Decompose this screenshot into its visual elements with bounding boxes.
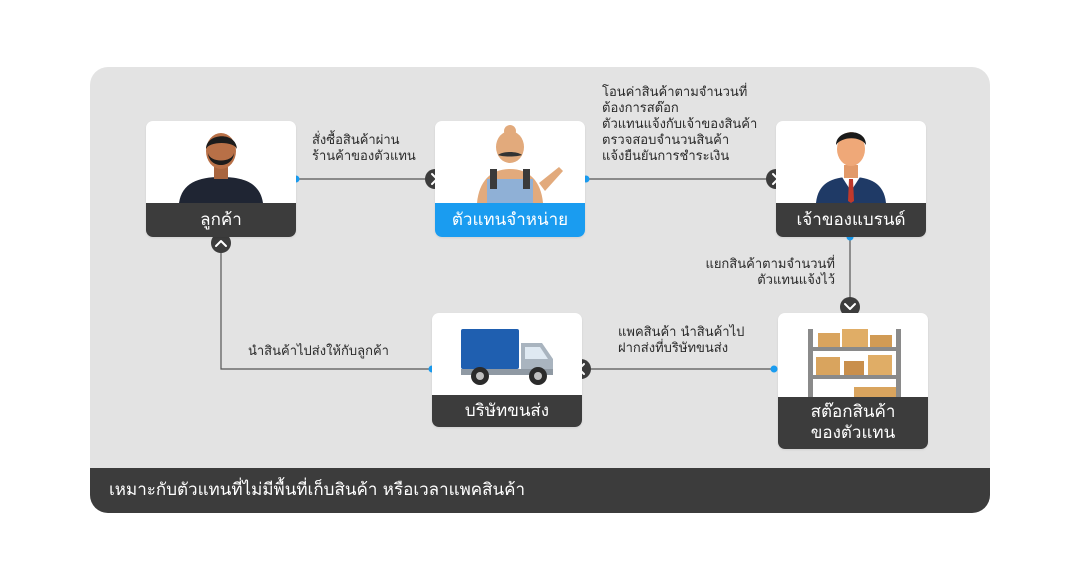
edge-dealer-to-brand-text: โอนค่าสินค้าตามจำนวนที่ ต้องการสต๊อก ตัว…	[602, 85, 757, 165]
dealer-person-icon	[477, 125, 563, 203]
node-shipping-company-label: บริษัทขนส่ง	[432, 395, 582, 427]
arrow-down-icon	[840, 297, 860, 317]
node-shipping-company: บริษัทขนส่ง	[432, 313, 582, 427]
node-dealer-stock-label-line1: สต๊อกสินค้า	[810, 402, 896, 422]
arrow-up-icon	[211, 233, 231, 253]
edge-text-line: ร้านค้าของตัวแทน	[312, 149, 416, 164]
warehouse-shelf-icon	[808, 329, 901, 397]
edge-brand-to-stock-text: แยกสินค้าตามจำนวนที่ ตัวแทนแจ้งไว้	[705, 257, 835, 289]
edge-text-line: ฝากส่งที่บริษัทขนส่ง	[618, 341, 729, 356]
edge-text-line: แยกสินค้าตามจำนวนที่	[705, 257, 835, 272]
footer-note: เหมาะกับตัวแทนที่ไม่มีพื้นที่เก็บสินค้า …	[90, 468, 990, 513]
edge-text-line: สั่งซื้อสินค้าผ่าน	[312, 133, 400, 148]
brand-owner-person-icon	[816, 132, 886, 203]
node-brand-owner-label: เจ้าของแบรนด์	[776, 203, 926, 237]
node-customer: ลูกค้า	[146, 121, 296, 237]
edge-stock-to-shipping-text: แพคสินค้า นำสินค้าไป ฝากส่งที่บริษัทขนส่…	[618, 325, 744, 357]
edge-text-line: ตัวแทนแจ้งกับเจ้าของสินค้า	[602, 117, 758, 132]
edge-shipping-to-customer-text: นำสินค้าไปส่งให้กับลูกค้า	[248, 344, 389, 360]
node-dealer-stock-label-line2: ของตัวแทน	[810, 423, 896, 443]
diagram-panel: ลูกค้า ตัวแทนจำหน่าย เจ้าของแบรนด์	[90, 67, 990, 513]
delivery-truck-icon	[461, 329, 553, 385]
node-customer-label: ลูกค้า	[146, 203, 296, 237]
edge-text-line: นำสินค้าไปส่งให้กับลูกค้า	[248, 344, 389, 359]
node-dealer-label: ตัวแทนจำหน่าย	[435, 203, 585, 237]
node-dealer-stock-label: สต๊อกสินค้า ของตัวแทน	[778, 397, 928, 449]
connector-dot	[770, 365, 778, 373]
edge-text-line: แจ้งยืนยันการชำระเงิน	[602, 149, 730, 164]
customer-person-icon	[179, 133, 263, 203]
edge-text-line: โอนค่าสินค้าตามจำนวนที่	[602, 85, 748, 100]
edge-text-line: ตรวจสอบจำนวนสินค้า	[602, 133, 730, 148]
node-dealer-stock: สต๊อกสินค้า ของตัวแทน	[778, 313, 928, 449]
node-brand-owner: เจ้าของแบรนด์	[776, 121, 926, 237]
node-dealer: ตัวแทนจำหน่าย	[435, 121, 585, 237]
edge-customer-to-dealer-text: สั่งซื้อสินค้าผ่าน ร้านค้าของตัวแทน	[312, 133, 416, 165]
edge-text-line: แพคสินค้า นำสินค้าไป	[618, 325, 745, 340]
edge-text-line: ต้องการสต๊อก	[602, 101, 679, 116]
edge-text-line: ตัวแทนแจ้งไว้	[757, 273, 835, 288]
